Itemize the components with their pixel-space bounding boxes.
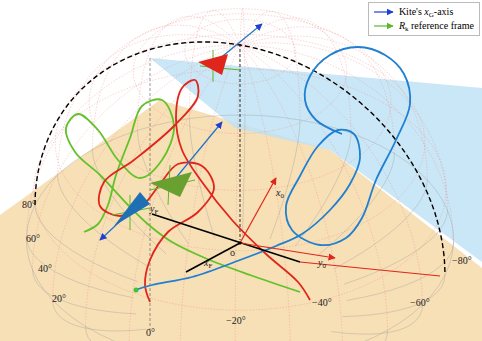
axis-label: 20° [52, 294, 66, 304]
kites [100, 24, 262, 240]
axis-label: xF [204, 258, 212, 270]
axis-label: −60° [410, 298, 430, 308]
trajectories [66, 47, 410, 302]
axis-label: 0° [146, 328, 155, 338]
axis-label: −20° [226, 316, 246, 326]
sphere-grid [26, 9, 453, 341]
axis-label: y0 [318, 258, 326, 270]
legend: Kite's xG-axisRk reference frame [368, 2, 480, 36]
legend-arrow [373, 8, 395, 16]
axis-label: 80° [22, 200, 36, 210]
axis-label: o [230, 248, 235, 258]
legend-row: Rk reference frame [373, 19, 474, 33]
axis-label: −80° [452, 256, 472, 266]
axis-label: x0 [276, 188, 284, 200]
axis-label: 60° [26, 234, 40, 244]
reference-axes [152, 178, 440, 276]
axis-label: yF [150, 204, 158, 216]
legend-text: Rk reference frame [399, 20, 474, 33]
legend-row: Kite's xG-axis [373, 5, 474, 19]
legend-text: Kite's xG-axis [399, 6, 453, 19]
legend-arrow [373, 22, 395, 30]
vertical-plane [150, 58, 482, 262]
axis-label: −40° [312, 298, 332, 308]
axis-label: 40° [38, 264, 52, 274]
